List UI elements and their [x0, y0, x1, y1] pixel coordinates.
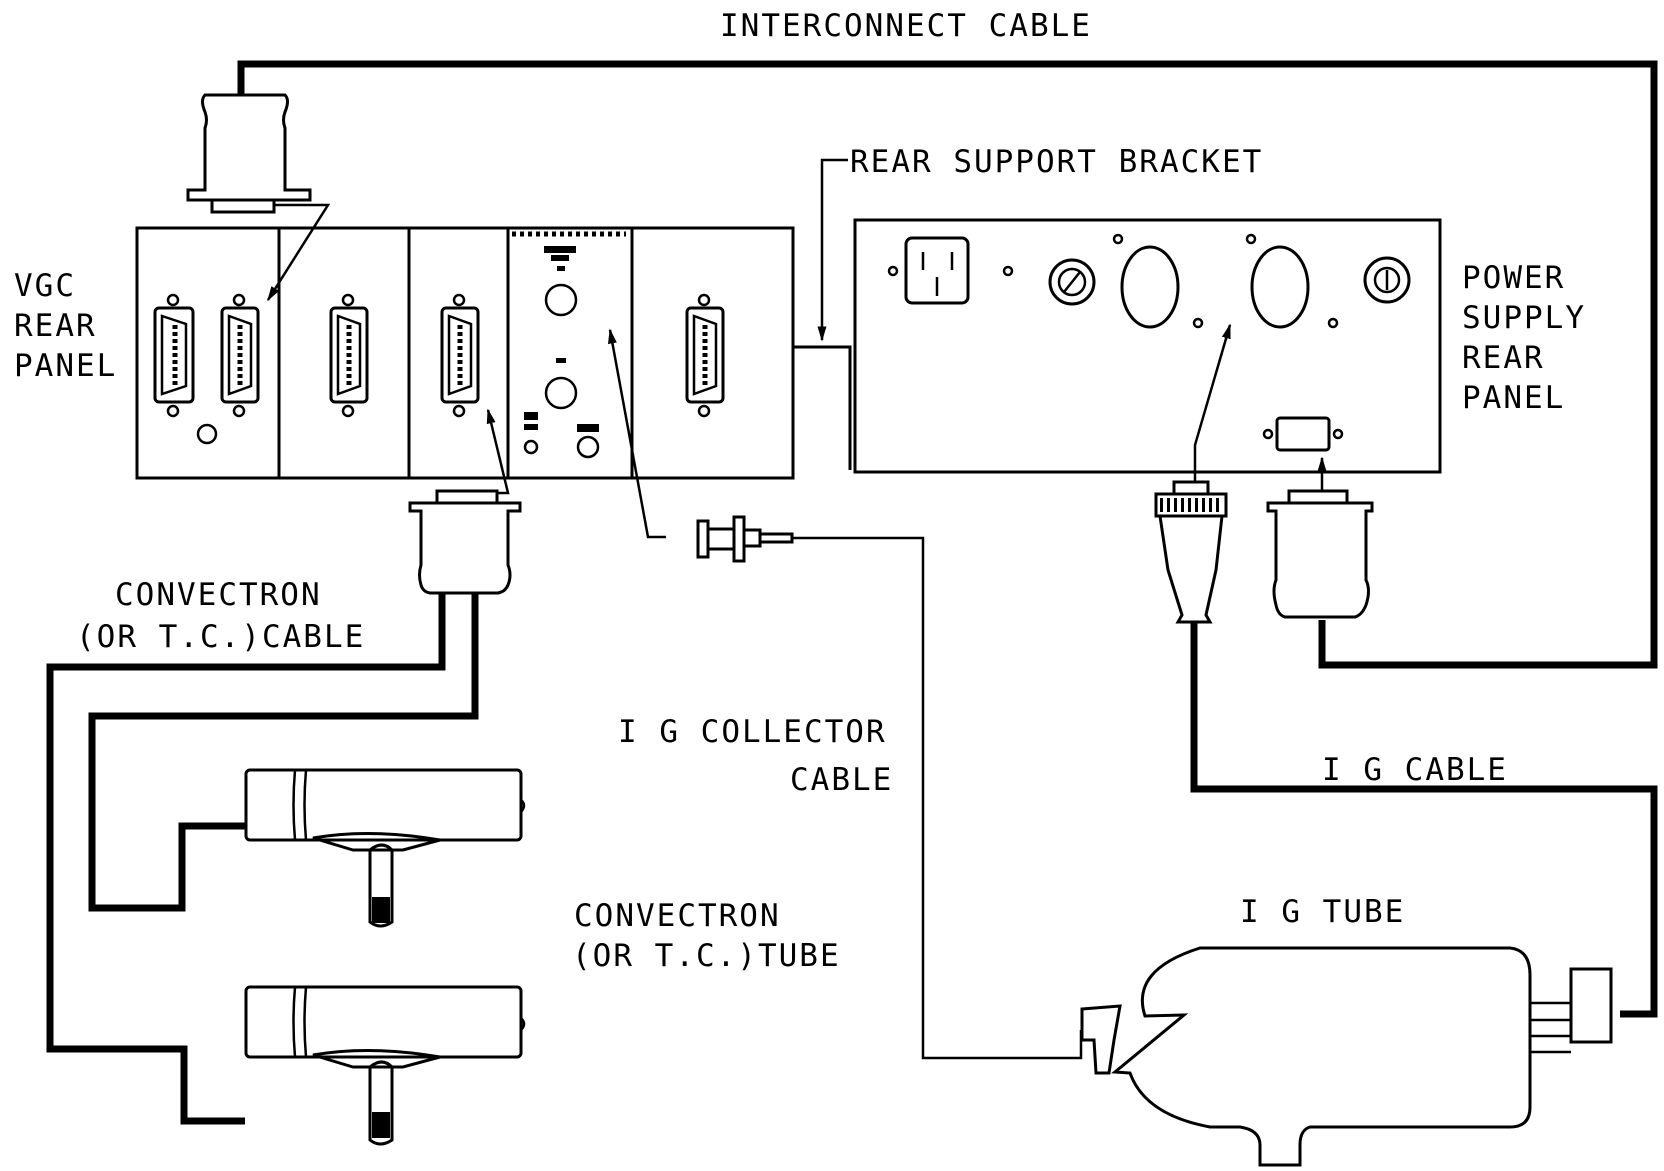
convectron-cable-plug — [408, 408, 522, 595]
ground-lug — [196, 423, 218, 445]
ig-cable-port — [1245, 233, 1339, 329]
fuse-holder — [1363, 256, 1411, 304]
label-ig-collector-cable: I G COLLECTOR CABLE — [618, 714, 893, 798]
electrometer-module — [512, 231, 626, 459]
svg-text:CONVECTRON: CONVECTRON — [574, 898, 781, 934]
interconnect-plug-ps — [1266, 456, 1374, 619]
svg-text:SUPPLY: SUPPLY — [1462, 300, 1586, 336]
label-ig-tube: I G TUBE — [1240, 894, 1405, 930]
convectron-cable-b — [88, 593, 479, 912]
interconnect-cable — [237, 60, 1658, 669]
svg-text:REAR: REAR — [14, 308, 97, 344]
ac-power-inlet — [887, 236, 1014, 305]
db-connector — [153, 293, 195, 418]
svg-text:PANEL: PANEL — [1462, 380, 1565, 416]
vgc-rear-panel — [135, 226, 795, 480]
svg-text:REAR: REAR — [1462, 340, 1545, 376]
label-vgc-rear-panel: VGC REAR PANEL — [14, 268, 117, 384]
db-connector — [220, 293, 260, 418]
ig-collector-cable — [608, 328, 1083, 1060]
svg-text:(OR T.C.)CABLE: (OR T.C.)CABLE — [76, 619, 365, 655]
convectron-tube-1 — [244, 768, 526, 928]
label-power-supply-rear-panel: POWER SUPPLY REAR PANEL — [1462, 260, 1586, 416]
bnc-plug — [696, 515, 794, 563]
power-supply-rear-panel — [853, 218, 1442, 474]
ig-tube-connector — [1569, 967, 1613, 1044]
svg-text:CONVECTRON: CONVECTRON — [115, 577, 322, 613]
db-connector — [685, 293, 725, 418]
ig-cable-plug — [1154, 480, 1228, 624]
svg-text:VGC: VGC — [14, 268, 76, 304]
convectron-tube-2 — [244, 985, 526, 1146]
db-connector — [440, 293, 480, 418]
interconnect-port — [1262, 416, 1344, 452]
svg-text:PANEL: PANEL — [14, 348, 117, 384]
fuse-holder — [1048, 258, 1096, 306]
label-ig-cable: I G CABLE — [1322, 752, 1508, 788]
svg-text:I G COLLECTOR: I G COLLECTOR — [618, 714, 887, 750]
label-rear-support-bracket: REAR SUPPORT BRACKET — [850, 144, 1263, 180]
interconnect-plug-vgc — [186, 93, 331, 302]
label-interconnect-cable: INTERCONNECT CABLE — [720, 8, 1092, 44]
svg-text:CABLE: CABLE — [790, 762, 893, 798]
ig-tube — [1080, 946, 1613, 1167]
bnc-collector-port — [544, 283, 578, 317]
convectron-cable-a — [46, 593, 446, 1125]
label-convectron-tube: CONVECTRON (OR T.C.)TUBE — [572, 898, 841, 974]
ig-cable — [1154, 323, 1658, 1018]
label-convectron-cable: CONVECTRON (OR T.C.)CABLE — [76, 577, 365, 655]
rear-support-bracket — [791, 158, 852, 470]
svg-text:(OR T.C.)TUBE: (OR T.C.)TUBE — [572, 938, 841, 974]
round-connector-port — [1112, 233, 1204, 329]
svg-text:POWER: POWER — [1462, 260, 1565, 296]
db-connector — [329, 293, 369, 418]
